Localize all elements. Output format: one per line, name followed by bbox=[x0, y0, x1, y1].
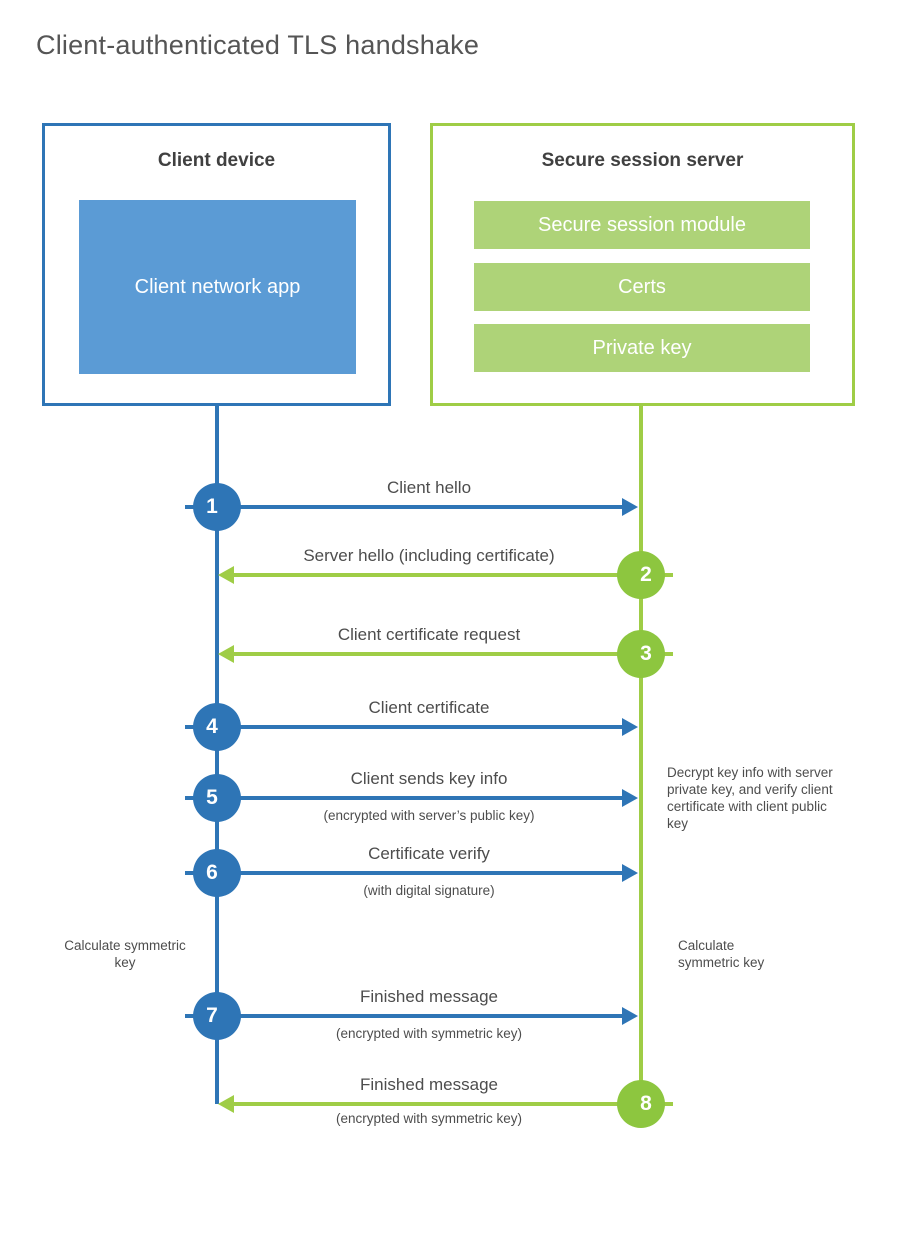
note-calculate-symmetric-key-client: Calculate symmetric key bbox=[64, 938, 186, 970]
client-network-app-label: Client network app bbox=[134, 276, 301, 298]
message-label-1: Client hello bbox=[386, 478, 472, 497]
message-label-2: Server hello (including certificate) bbox=[303, 546, 555, 565]
step-number-6: 6 bbox=[206, 861, 218, 884]
secure-session-server-title: Secure session server bbox=[541, 150, 744, 171]
client-device-title: Client device bbox=[157, 150, 276, 171]
step-circle-8: 8 bbox=[617, 1080, 665, 1128]
message-label-3: Client certificate request bbox=[337, 625, 521, 644]
message-sub-6: (with digital signature) bbox=[363, 883, 495, 898]
arrow-7-line bbox=[185, 1014, 622, 1018]
step-circle-1: 1 bbox=[193, 483, 241, 531]
arrow-8-head-left-icon bbox=[218, 1095, 234, 1113]
arrow-6-head-right-icon bbox=[622, 864, 638, 882]
secure-session-server-box: Secure session server Secure session mod… bbox=[430, 123, 855, 406]
client-network-app-box: Client network app bbox=[79, 200, 356, 374]
server-lifeline bbox=[639, 406, 643, 1106]
arrow-1-line bbox=[185, 505, 622, 509]
step-circle-6: 6 bbox=[193, 849, 241, 897]
page-title: Client-authenticated TLS handshake bbox=[36, 30, 480, 60]
message-label-6: Certificate verify bbox=[368, 844, 490, 863]
arrow-5-head-right-icon bbox=[622, 789, 638, 807]
message-label-4: Client certificate bbox=[368, 698, 490, 717]
client-device-box: Client device Client network app bbox=[42, 123, 391, 406]
step-number-2: 2 bbox=[640, 563, 652, 586]
arrow-2-head-left-icon bbox=[218, 566, 234, 584]
server-module-private-key: Private key bbox=[474, 324, 810, 372]
step-number-1: 1 bbox=[206, 495, 218, 518]
step-circle-2: 2 bbox=[617, 551, 665, 599]
arrow-3-head-left-icon bbox=[218, 645, 234, 663]
arrow-4-head-right-icon bbox=[622, 718, 638, 736]
step-number-5: 5 bbox=[206, 786, 218, 809]
server-module-secure-session: Secure session module bbox=[474, 201, 810, 249]
step-circle-7: 7 bbox=[193, 992, 241, 1040]
message-label-8: Finished message bbox=[360, 1075, 498, 1094]
step-number-7: 7 bbox=[206, 1004, 218, 1027]
arrow-8-line bbox=[234, 1102, 673, 1106]
server-module-certs: Certs bbox=[474, 263, 810, 311]
message-sub-5: (encrypted with server’s public key) bbox=[323, 808, 535, 823]
arrow-2-line bbox=[234, 573, 673, 577]
arrow-3-line bbox=[234, 652, 673, 656]
message-sub-7: (encrypted with symmetric key) bbox=[335, 1026, 523, 1041]
step-number-3: 3 bbox=[640, 642, 652, 665]
client-lifeline bbox=[215, 406, 219, 1104]
arrow-7-head-right-icon bbox=[622, 1007, 638, 1025]
message-label-7: Finished message bbox=[360, 987, 498, 1006]
arrow-1-head-right-icon bbox=[622, 498, 638, 516]
arrow-6-line bbox=[185, 871, 622, 875]
note-calculate-symmetric-key-server: Calculate symmetric key bbox=[678, 938, 765, 970]
step-circle-3: 3 bbox=[617, 630, 665, 678]
message-sub-8: (encrypted with symmetric key) bbox=[335, 1111, 523, 1126]
step-circle-5: 5 bbox=[193, 774, 241, 822]
step-circle-4: 4 bbox=[193, 703, 241, 751]
note-decrypt-key-info: Decrypt key info with server private key… bbox=[667, 765, 833, 831]
step-number-4: 4 bbox=[206, 715, 218, 738]
arrow-4-line bbox=[185, 725, 622, 729]
arrow-5-line bbox=[185, 796, 622, 800]
message-label-5: Client sends key info bbox=[350, 769, 508, 788]
step-number-8: 8 bbox=[640, 1092, 652, 1115]
